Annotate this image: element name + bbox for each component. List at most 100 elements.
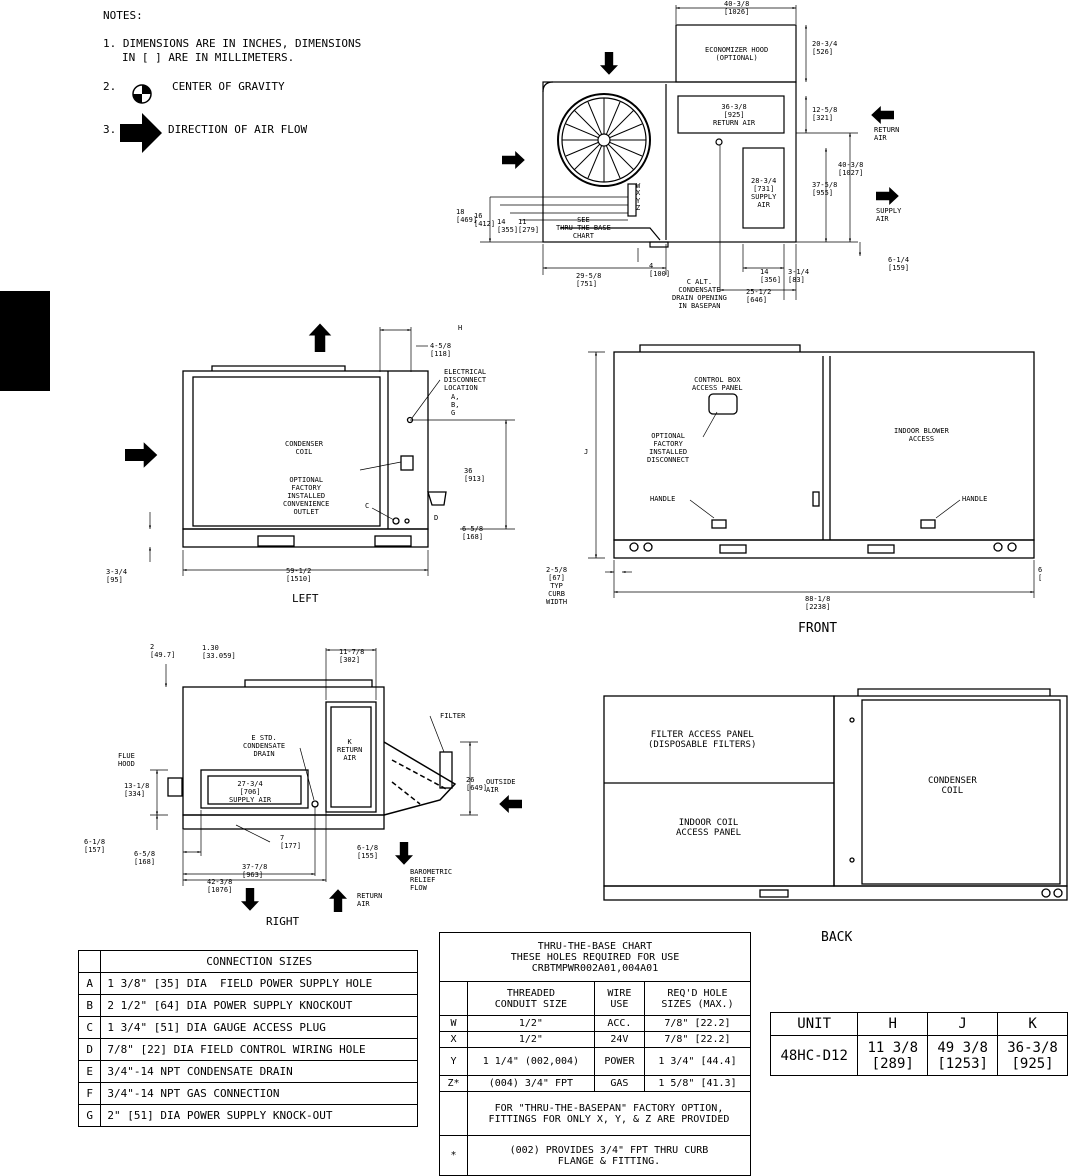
dim-11: 11 [279] [518,218,540,235]
hole-size: 1 3/4" [44.4] [643,1047,752,1076]
wxyz-label: W X Y Z [636,182,641,213]
unit-dimension-table: UNIT H J K 48HC-D12 11 3/8 [289] 49 3/8 … [769,1012,1068,1076]
back-view-title: BACK [821,930,853,945]
dim-6-5-8-168: 6-5/8 [168] [134,850,156,867]
note-3-text: DIRECTION OF AIR FLOW [168,123,308,136]
hole-size-header: REQ'D HOLE SIZES (MAX.) [643,981,752,1016]
dim-2: 2 [49.7] [150,643,176,660]
dim-16: 16 [412] [474,212,496,229]
std-drain-label: E STD. CONDENSATE DRAIN [243,734,286,759]
indoor-coil-panel-label: INDOOR COIL ACCESS PANEL [676,818,742,839]
dim-3-3-4: 3-3/4 [95] [106,568,128,585]
return-air-bottom-label: RETURN AIR [357,892,383,909]
front-edge-dim: 6 [ [1038,566,1043,583]
outside-air-label: OUTSIDE AIR [486,778,516,795]
front-view-title: FRONT [798,621,838,636]
thru-key-header [439,981,468,1016]
dim-14: 14 [355] [497,218,519,235]
wire-use: POWER [593,1047,645,1076]
back-view [603,688,1068,901]
k-header: K [997,1012,1068,1036]
conduit-size: 1/2" [466,1015,595,1032]
note-2-number: 2. [103,80,117,93]
dim-12-5-8: 12-5/8 [321] [812,106,838,123]
dim-59-1-2: 59-1/2 [1510] [286,567,312,584]
conduit-size-header: THREADED CONDUIT SIZE [466,981,595,1016]
handle-left-label: HANDLE [650,495,676,503]
thru-note-factory: FOR "THRU-THE-BASEPAN" FACTORY OPTION, F… [466,1091,752,1136]
connection-value: 1 3/4" [51] DIA GAUGE ACCESS PLUG [100,1016,418,1039]
supply-air-opening-label: 28-3/4 [731] SUPPLY AIR [751,177,777,210]
dim-6-1-8-155: 6-1/8 [155] [357,844,379,861]
dim-37-5-8: 37-5/8 [955] [812,181,838,198]
wire-use: ACC. [593,1015,645,1032]
hole-size: 1 5/8" [41.3] [643,1075,752,1092]
flue-hood-label: FLUE HOOD [118,752,135,769]
supply-air-label: SUPPLY AIR [876,207,902,224]
convenience-outlet-label: OPTIONAL FACTORY INSTALLED CONVENIENCE O… [283,476,330,517]
curb-width-label: 2-5/8 [67] TYP CURB WIDTH [546,566,568,607]
thru-key: W [439,1015,468,1032]
connection-value: 1 3/8" [35] DIA FIELD POWER SUPPLY HOLE [100,972,418,995]
connection-value: 3/4"-14 NPT GAS CONNECTION [100,1082,418,1105]
hole-size: 7/8" [22.2] [643,1031,752,1048]
dim-6-5-8: 6-5/8 [168] [462,525,484,542]
dim-36: 36 [913] [464,467,486,484]
note-2-text: CENTER OF GRAVITY [172,80,285,93]
connection-value: 3/4"-14 NPT CONDENSATE DRAIN [100,1060,418,1083]
thru-chart-title: THRU-THE-BASE CHART THESE HOLES REQUIRED… [439,932,751,982]
hole-size: 7/8" [22.2] [643,1015,752,1032]
handle-right-label: HANDLE [962,495,988,503]
thru-note-asterisk: * [439,1135,468,1176]
c-label: C [365,502,370,510]
d-label: D [434,514,439,522]
connection-value: 7/8" [22] DIA FIELD CONTROL WIRING HOLE [100,1038,418,1061]
note-1-line-2: IN [ ] ARE IN MILLIMETERS. [122,51,295,64]
supply-air-dim-label: 27-3/4 [706] SUPPLY AIR [229,780,272,805]
thru-key: Z* [439,1075,468,1092]
see-chart-label: SEE THRU-THE-BASE CHART [556,216,611,241]
connection-key-header [77,950,102,973]
thru-key: X [439,1031,468,1048]
conduit-size: 1/2" [466,1031,595,1048]
electrical-disconnect-label: ELECTRICAL DISCONNECT LOCATION [444,368,487,393]
note-1-line-1: 1. DIMENSIONS ARE IN INCHES, DIMENSIONS [103,37,362,50]
filter-label: FILTER [440,712,466,720]
filter-access-panel-label: FILTER ACCESS PANEL (DISPOSABLE FILTERS) [648,730,757,751]
note-3-number: 3. [103,123,117,136]
unit-model: 48HC-D12 [769,1035,859,1076]
dim-1-30: 1.30 [33.059] [202,644,236,661]
dim-26: 26 [649] [466,776,488,793]
top-view [480,5,899,300]
dim-4: 4 [100] [649,262,671,279]
control-box-label: CONTROL BOX ACCESS PANEL [692,376,743,393]
dim-14-356: 14 [356] [760,268,782,285]
connection-sizes-header: CONNECTION SIZES [100,950,418,973]
k-return-air-label: K RETURN AIR [337,738,363,763]
thru-key: Y [439,1047,468,1076]
connection-value: 2" [51] DIA POWER SUPPLY KNOCK-OUT [100,1104,418,1127]
connection-key: A [77,972,102,995]
dim-29-5-8: 29-5/8 [751] [576,272,602,289]
j-value: 49 3/8 [1253] [927,1035,999,1076]
connection-key: C [77,1016,102,1039]
dim-4-5-8: 4-5/8 [118] [430,342,452,359]
top-dim-width: 40-3/8 [1026] [724,0,750,17]
dim-37-7-8: 37-7/8 [963] [242,863,268,880]
dim-6-1-4: 6-1/4 [159] [888,256,910,273]
right-view [150,648,522,912]
thru-note-curb: (002) PROVIDES 3/4" FPT THRU CURB FLANGE… [466,1135,752,1176]
dim-42-3-8: 42-3/8 [1076] [207,878,233,895]
dim-j: J [584,448,589,456]
k-value: 36-3/8 [925] [997,1035,1068,1076]
dim-3-1-4: 3-1/4 [83] [788,268,810,285]
unit-header: UNIT [769,1012,859,1036]
airflow-arrow-icon [120,113,162,153]
condenser-coil-label: CONDENSER COIL [285,440,323,457]
connection-key: F [77,1082,102,1105]
dim-7: 7 [177] [280,834,302,851]
h-value: 11 3/8 [289] [857,1035,929,1076]
connection-key: B [77,994,102,1017]
section-tab [0,291,50,391]
